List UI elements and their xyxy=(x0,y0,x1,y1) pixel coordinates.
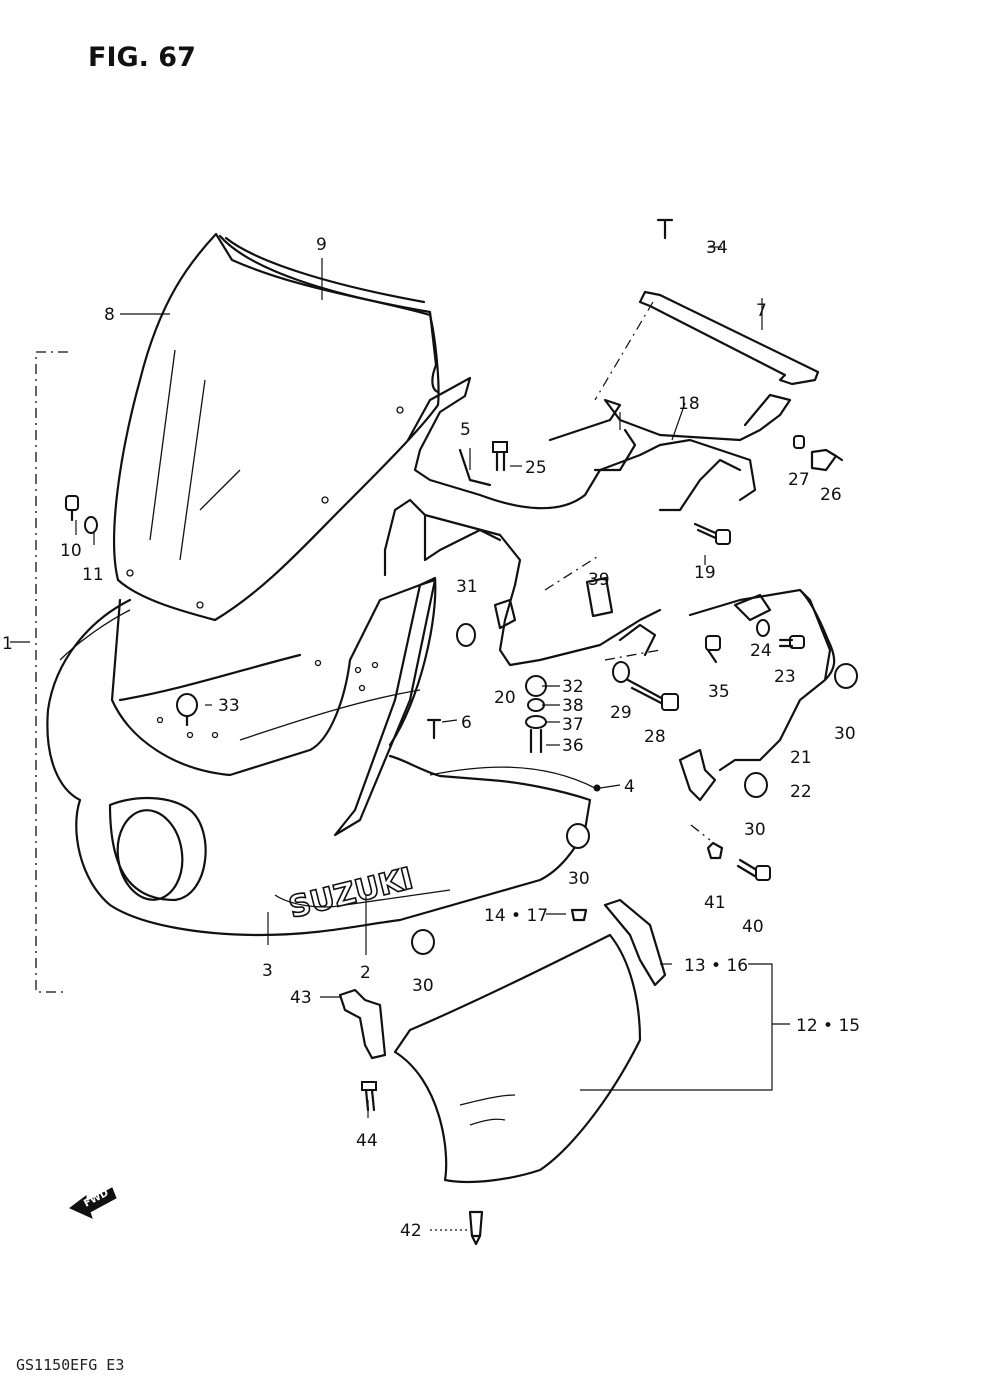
callout-30: 30 xyxy=(834,724,856,744)
bolt-44 xyxy=(361,1081,377,1112)
callout-38: 38 xyxy=(562,696,584,716)
callout-7: 7 xyxy=(756,301,767,321)
callout-29: 29 xyxy=(610,703,632,723)
callout-26: 26 xyxy=(820,485,842,505)
callout-39: 39 xyxy=(588,570,610,590)
callout-20: 20 xyxy=(494,688,516,708)
callout-9: 9 xyxy=(316,235,327,255)
windscreen xyxy=(113,232,440,622)
model-code: GS1150EFG E3 xyxy=(16,1356,124,1374)
callout-14-17: 14 • 17 xyxy=(484,906,548,926)
callout-30: 30 xyxy=(412,976,434,996)
windscreen-trim xyxy=(218,234,440,394)
callout-2: 2 xyxy=(360,963,371,983)
callout-36: 36 xyxy=(562,736,584,756)
assembly-line-c xyxy=(690,824,711,841)
lower-cowling xyxy=(393,933,642,1184)
svg-text:SUZUKI: SUZUKI xyxy=(285,861,416,926)
frame-20 xyxy=(383,498,662,667)
callout-30: 30 xyxy=(744,820,766,840)
callout-3: 3 xyxy=(262,961,273,981)
callout-43: 43 xyxy=(290,988,312,1008)
callout-25: 25 xyxy=(525,458,547,478)
callout-11: 11 xyxy=(82,565,104,585)
bracket-43 xyxy=(338,988,387,1060)
callout-21: 21 xyxy=(790,748,812,768)
callout-27: 27 xyxy=(788,470,810,490)
assembly-line-b xyxy=(604,649,661,661)
leader-lines xyxy=(10,246,790,1231)
callout-4: 4 xyxy=(624,777,635,797)
side-brace-21 xyxy=(678,588,836,802)
callout-28: 28 xyxy=(644,727,666,747)
callout-44: 44 xyxy=(356,1131,378,1151)
bracket-13-16 xyxy=(603,898,667,987)
brace-frame-18 xyxy=(406,376,792,512)
callout-8: 8 xyxy=(104,305,115,325)
callout-5: 5 xyxy=(460,420,471,440)
callout-22: 22 xyxy=(790,782,812,802)
callout-24: 24 xyxy=(750,641,772,661)
callout-37: 37 xyxy=(562,715,584,735)
callout-12-15: 12 • 15 xyxy=(796,1016,860,1036)
callout-33: 33 xyxy=(218,696,240,716)
upper-cowling: SUZUKI xyxy=(46,576,592,937)
callout-18: 18 xyxy=(678,394,700,414)
callout-35: 35 xyxy=(708,682,730,702)
hardware xyxy=(65,218,858,1246)
callout-31: 31 xyxy=(456,577,478,597)
callout-1: 1 xyxy=(2,634,13,654)
stay-7 xyxy=(638,290,820,386)
callout-23: 23 xyxy=(774,667,796,687)
callout-10: 10 xyxy=(60,541,82,561)
callout-40: 40 xyxy=(742,917,764,937)
callout-13-16: 13 • 16 xyxy=(684,956,748,976)
cable xyxy=(429,766,596,789)
callout-labels: 1 2 3 4 5 6 7 8 9 10 11 12 • 15 13 • 16 … xyxy=(2,235,860,1241)
callout-41: 41 xyxy=(704,893,726,913)
assembly-bracket-1 xyxy=(35,351,68,993)
callout-34: 34 xyxy=(706,238,728,258)
forward-arrow-icon: FWD xyxy=(69,1187,117,1219)
figure-title: FIG. 67 xyxy=(88,42,196,73)
callout-30: 30 xyxy=(568,869,590,889)
callout-32: 32 xyxy=(562,677,584,697)
callout-6: 6 xyxy=(461,713,472,733)
callout-19: 19 xyxy=(694,563,716,583)
callout-42: 42 xyxy=(400,1221,422,1241)
